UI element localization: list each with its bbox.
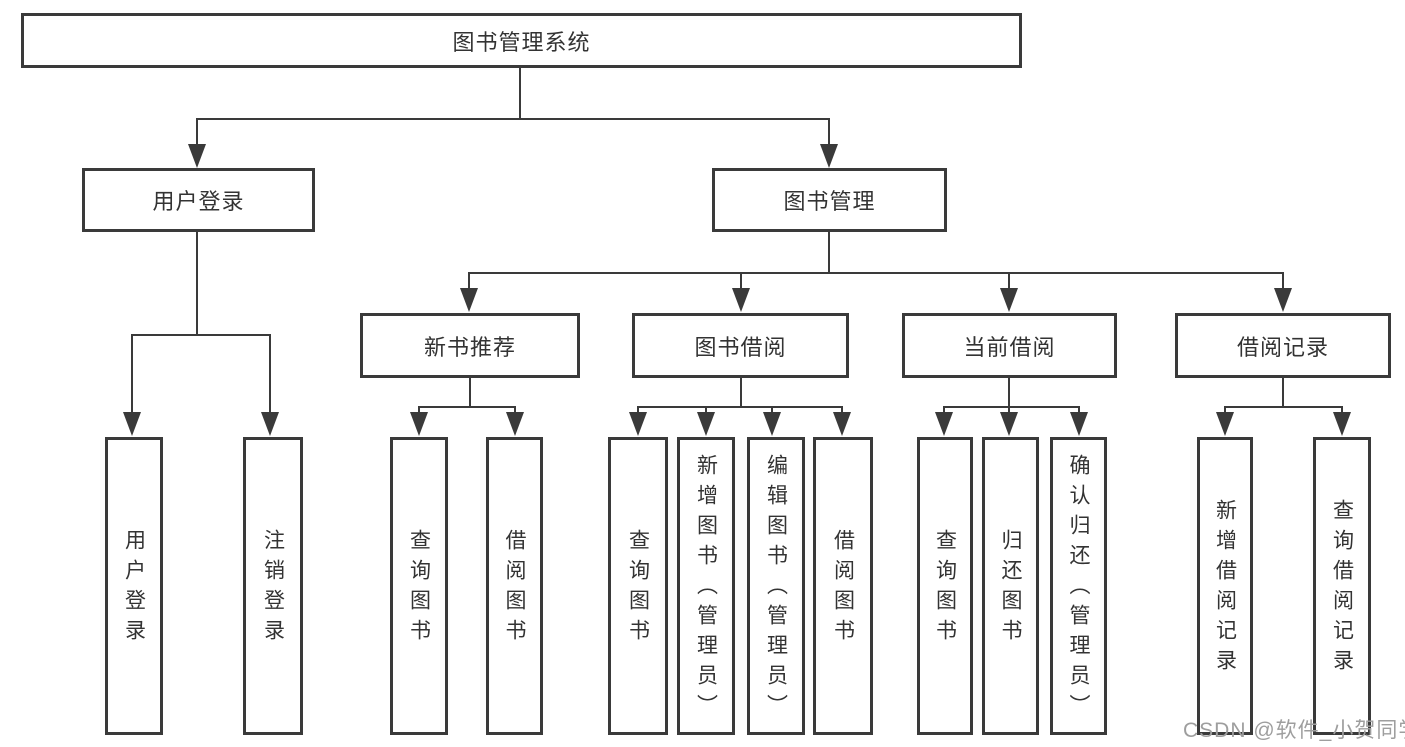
arrow-down-icon (1000, 288, 1018, 312)
arrow-down-icon (1216, 412, 1234, 436)
leaf-confirm-return-admin: 确认归还（管理员） (1050, 437, 1107, 735)
connector-line (841, 406, 843, 414)
arrow-down-icon (123, 412, 141, 436)
arrow-down-icon (763, 412, 781, 436)
arrow-down-icon (410, 412, 428, 436)
connector-line (418, 406, 420, 414)
leaf-query-borrow-record: 查询借阅记录 (1313, 437, 1371, 735)
arrow-down-icon (732, 288, 750, 312)
connector-line (1224, 406, 1226, 414)
leaf-add-borrow-record: 新增借阅记录 (1197, 437, 1253, 735)
connector-line (637, 406, 639, 414)
leaf-edit-books-admin: 编辑图书（管理员） (747, 437, 805, 735)
node-book-management-branch: 图书管理 (712, 168, 947, 232)
connector-line (468, 272, 470, 290)
connector-line (771, 406, 773, 414)
connector-line (1341, 406, 1343, 414)
arrow-down-icon (697, 412, 715, 436)
connector-line (1008, 378, 1010, 406)
connector-line (705, 406, 707, 414)
connector-line (1224, 406, 1343, 408)
connector-line (269, 334, 271, 414)
connector-line (514, 406, 516, 414)
leaf-query-books-borrow: 查询图书 (608, 437, 668, 735)
connector-line (469, 378, 471, 406)
arrow-down-icon (1333, 412, 1351, 436)
connector-line (196, 118, 198, 146)
node-book-borrow: 图书借阅 (632, 313, 849, 378)
leaf-logout: 注销登录 (243, 437, 303, 735)
leaf-borrow-books: 借阅图书 (813, 437, 873, 735)
connector-line (637, 406, 843, 408)
leaf-query-books-current: 查询图书 (917, 437, 973, 735)
arrow-down-icon (1000, 412, 1018, 436)
node-user-login-branch: 用户登录 (82, 168, 315, 232)
arrow-down-icon (820, 144, 838, 168)
arrow-down-icon (261, 412, 279, 436)
connector-line (418, 406, 516, 408)
arrow-down-icon (629, 412, 647, 436)
connector-line (740, 272, 742, 290)
connector-line (131, 334, 271, 336)
arrow-down-icon (506, 412, 524, 436)
node-system-root: 图书管理系统 (21, 13, 1022, 68)
connector-line (1282, 272, 1284, 290)
connector-line (468, 272, 1284, 274)
arrow-down-icon (833, 412, 851, 436)
leaf-query-books-recommend: 查询图书 (390, 437, 448, 735)
connector-line (1008, 272, 1010, 290)
arrow-down-icon (1274, 288, 1292, 312)
leaf-borrow-books-recommend: 借阅图书 (486, 437, 543, 735)
arrow-down-icon (188, 144, 206, 168)
connector-line (196, 118, 830, 120)
arrow-down-icon (935, 412, 953, 436)
node-new-book-recommend: 新书推荐 (360, 313, 580, 378)
leaf-user-login: 用户登录 (105, 437, 163, 735)
connector-line (1078, 406, 1080, 414)
connector-line (828, 118, 830, 146)
connector-line (519, 68, 521, 118)
csdn-watermark: CSDN @软件_小贺同学 (1183, 719, 1405, 742)
connector-line (740, 378, 742, 406)
arrow-down-icon (460, 288, 478, 312)
connector-line (1282, 378, 1284, 406)
arrow-down-icon (1070, 412, 1088, 436)
leaf-return-books: 归还图书 (982, 437, 1039, 735)
connector-line (131, 334, 133, 414)
connector-line (943, 406, 1080, 408)
node-current-borrow: 当前借阅 (902, 313, 1117, 378)
node-borrow-records: 借阅记录 (1175, 313, 1391, 378)
connector-line (828, 232, 830, 272)
leaf-add-books-admin: 新增图书（管理员） (677, 437, 735, 735)
connector-line (196, 232, 198, 334)
connector-line (1008, 406, 1010, 414)
connector-line (943, 406, 945, 414)
